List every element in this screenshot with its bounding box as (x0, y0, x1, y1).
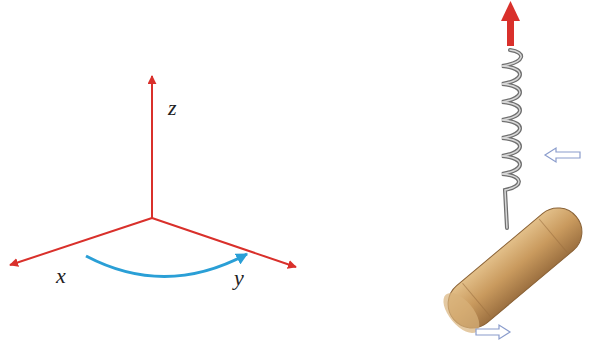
rotation-arrow (86, 254, 247, 277)
axis-label: y (234, 266, 244, 290)
corkscrew-spiral (502, 50, 521, 228)
pull-arrow (501, 1, 520, 46)
force-arrow (476, 148, 580, 339)
axis-label: x (56, 264, 66, 288)
coordinate-axes (10, 76, 296, 267)
axis-label: z (168, 96, 177, 120)
wooden-handle (437, 198, 592, 339)
